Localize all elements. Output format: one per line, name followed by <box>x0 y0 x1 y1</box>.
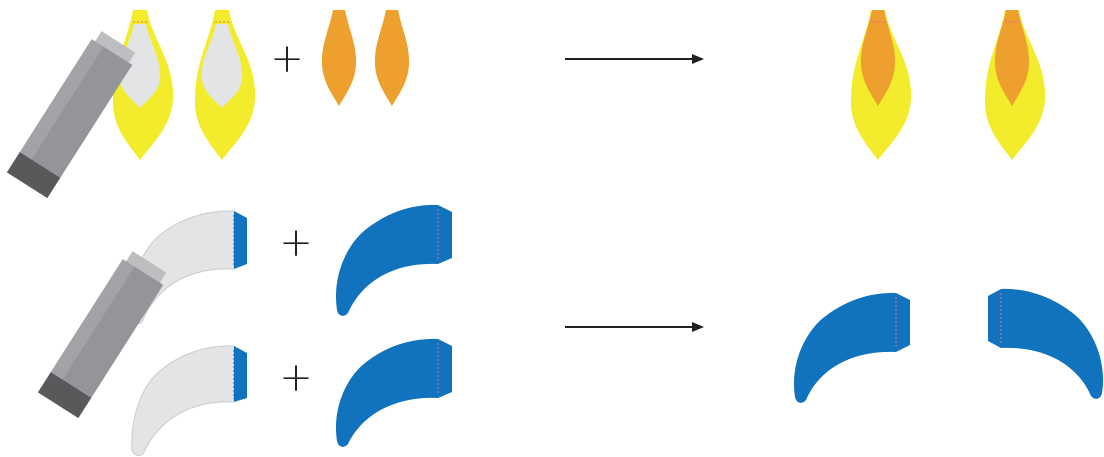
orange-flame <box>321 10 357 106</box>
glue-tube-2 <box>37 251 167 419</box>
glue-tube-1 <box>6 31 136 199</box>
crescent-with-glue-2 <box>131 345 247 456</box>
blue-tab <box>234 346 247 402</box>
glue-coating <box>119 24 161 108</box>
assembled-crescent-right <box>988 288 1104 399</box>
flame-with-glue-2 <box>194 10 256 160</box>
blue-tab <box>234 211 247 269</box>
assembled-crescent-left <box>793 292 910 403</box>
blue-crescent-2 <box>335 338 452 447</box>
glue-coating <box>131 345 235 456</box>
glue-coating <box>201 24 243 108</box>
assembled-flame-1 <box>850 10 912 160</box>
assembled-flame-2 <box>984 10 1046 160</box>
blue-crescent-1 <box>335 204 452 316</box>
plus-sign: + <box>279 355 313 401</box>
flame-with-glue-1 <box>112 10 174 160</box>
crescent-with-glue-1 <box>130 210 247 325</box>
flame-step: + <box>6 10 1046 199</box>
plus-sign: + <box>270 36 304 82</box>
crescent-step: + + <box>37 204 1104 456</box>
orange-flame <box>374 10 410 106</box>
plus-sign: + <box>279 220 313 266</box>
